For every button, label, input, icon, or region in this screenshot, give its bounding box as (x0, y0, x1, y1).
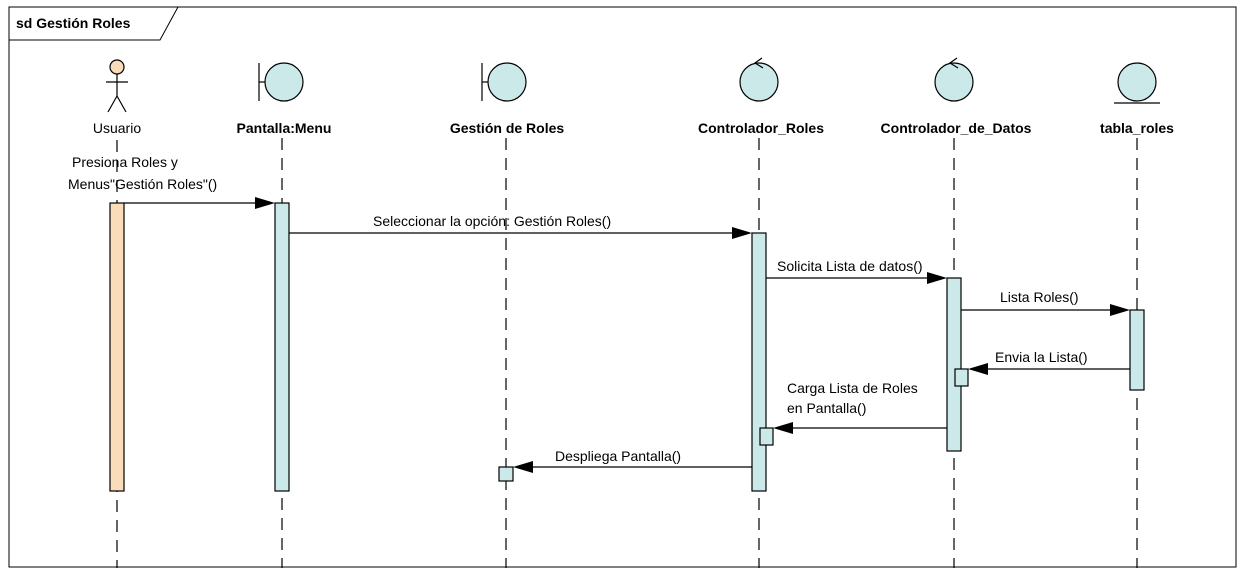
message-m1: Presiona Roles y Menus"Gestión Roles"() (68, 154, 275, 209)
frame-title: sd Gestión Roles (16, 15, 131, 31)
activation-controlador-de-datos-nested (954, 368, 969, 387)
activation-controlador-roles (751, 232, 767, 492)
message-m5: Envia la Lista() (968, 349, 1130, 375)
message-label: Carga Lista de Roles (787, 380, 918, 396)
control-controlador-roles-icon (739, 57, 779, 102)
message-label: Lista Roles() (1000, 289, 1079, 305)
diagram-frame: sd Gestión Roles (8, 6, 1237, 568)
participant-name-controlador-roles: Controlador_Roles (698, 120, 824, 136)
message-label: Solicita Lista de datos() (777, 258, 923, 274)
message-m4: Lista Roles() (961, 289, 1130, 316)
message-m3: Solicita Lista de datos() (766, 258, 947, 284)
participant-name-tabla-roles: tabla_roles (1100, 120, 1174, 136)
entity-tabla-roles-icon (1114, 62, 1160, 104)
participant-name-gestion-de-roles: Gestión de Roles (450, 120, 565, 136)
activation-controlador-roles-nested (759, 427, 774, 446)
message-m7: Despliega Pantalla() (513, 448, 752, 473)
message-label: en Pantalla() (787, 400, 866, 416)
activation-tabla-roles (1129, 309, 1145, 391)
message-label: Seleccionar la opción: Gestión Roles() (373, 213, 611, 229)
message-label: Despliega Pantalla() (555, 448, 681, 464)
message-m2: Seleccionar la opción: Gestión Roles() (289, 213, 752, 239)
activation-pantalla-menu (274, 202, 290, 492)
activation-usuario (109, 202, 125, 492)
activation-controlador-de-datos (946, 277, 962, 452)
boundary-pantalla-menu-icon (258, 62, 304, 102)
message-m6: Carga Lista de Roles en Pantalla() (773, 380, 947, 434)
message-label: Menus"Gestión Roles"() (68, 176, 217, 192)
activation-gestion-de-roles (498, 466, 514, 482)
message-label: Envia la Lista() (995, 349, 1088, 365)
participant-name-usuario: Usuario (93, 120, 141, 136)
control-controlador-de-datos-icon (934, 57, 974, 102)
actor-usuario-icon (106, 59, 128, 113)
boundary-gestion-de-roles-icon (481, 62, 527, 102)
participant-name-controlador-de-datos: Controlador_de_Datos (881, 120, 1032, 136)
participant-name-pantalla-menu: Pantalla:Menu (237, 120, 332, 136)
message-label: Presiona Roles y (72, 154, 178, 170)
